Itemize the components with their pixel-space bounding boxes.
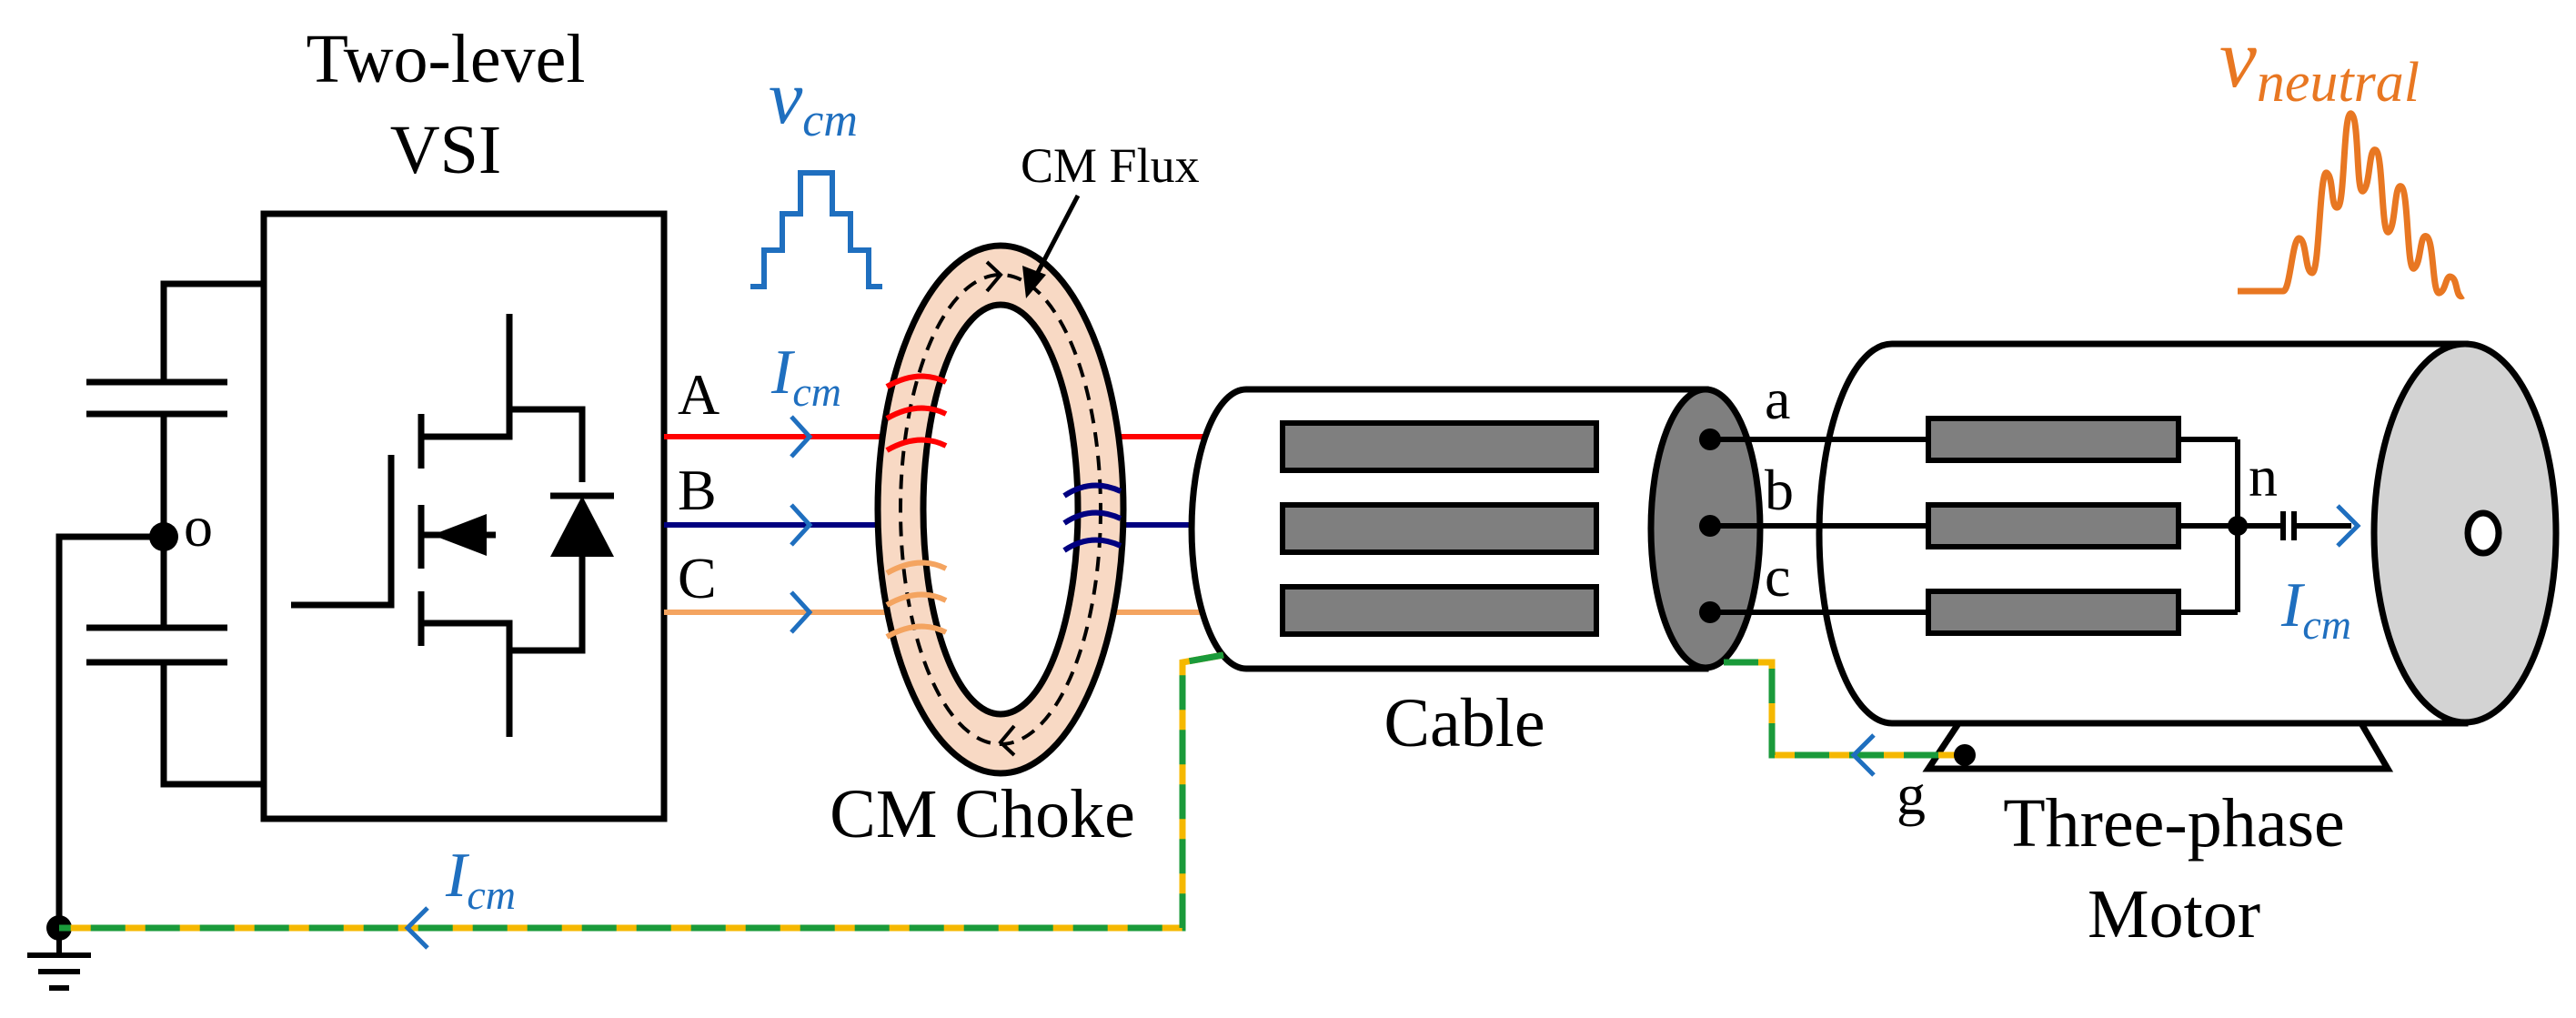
neutral-label: n [2249, 444, 2278, 509]
flux-arrows [985, 260, 1016, 757]
midpoint-label: o [184, 494, 213, 559]
dc-link-capacitors [55, 280, 264, 928]
motor-ground-node [1954, 744, 1976, 766]
icm-label-return: Icm [445, 841, 516, 918]
vcm-label: vcm [769, 55, 858, 146]
igbt-arrow [432, 514, 487, 556]
diode-symbol [550, 496, 614, 557]
terminal-b-label: b [1765, 458, 1794, 522]
cm-flux-pointer [1022, 194, 1081, 298]
neutral-node [2228, 516, 2248, 536]
phase-c-label: C [678, 546, 717, 610]
ground-return-path [59, 651, 1965, 932]
winding-b [1062, 482, 1122, 553]
motor-ground-current-arrow [1850, 733, 1876, 777]
motor-ground-label: g [1897, 762, 1926, 827]
inverter-title-line1: Two-level [306, 21, 585, 97]
cm-choke-label: CM Choke [830, 776, 1135, 852]
cm-choke [874, 242, 1127, 777]
motor-shaft [2464, 509, 2502, 557]
vneutral-label: vneutral [2219, 12, 2420, 114]
icm-label-motor: Icm [2280, 570, 2351, 648]
vneutral-waveform [2238, 110, 2465, 300]
cable-label: Cable [1384, 685, 1545, 761]
inverter-box [260, 210, 668, 822]
neutral-current-arrow [2336, 504, 2361, 548]
motor-label-line1: Three-phase [2003, 785, 2345, 862]
icm-label-inverter: Icm [770, 338, 841, 415]
cm-flux-label: CM Flux [1021, 138, 1200, 193]
phase-b-label: B [678, 458, 717, 522]
cable-conductors [1280, 420, 1599, 637]
return-current-arrow [404, 906, 429, 950]
vcm-waveform [750, 170, 882, 289]
phase-current-arrows [790, 415, 813, 634]
terminal-c-label: c [1765, 544, 1790, 609]
motor-label-line2: Motor [2088, 876, 2260, 952]
midpoint-node [149, 522, 178, 551]
motor-windings [1926, 416, 2181, 636]
terminal-a-label: a [1765, 367, 1790, 431]
phase-a-label: A [678, 362, 719, 427]
winding-a [885, 373, 948, 453]
winding-c [885, 559, 948, 640]
inverter-title-line2: VSI [390, 112, 501, 188]
